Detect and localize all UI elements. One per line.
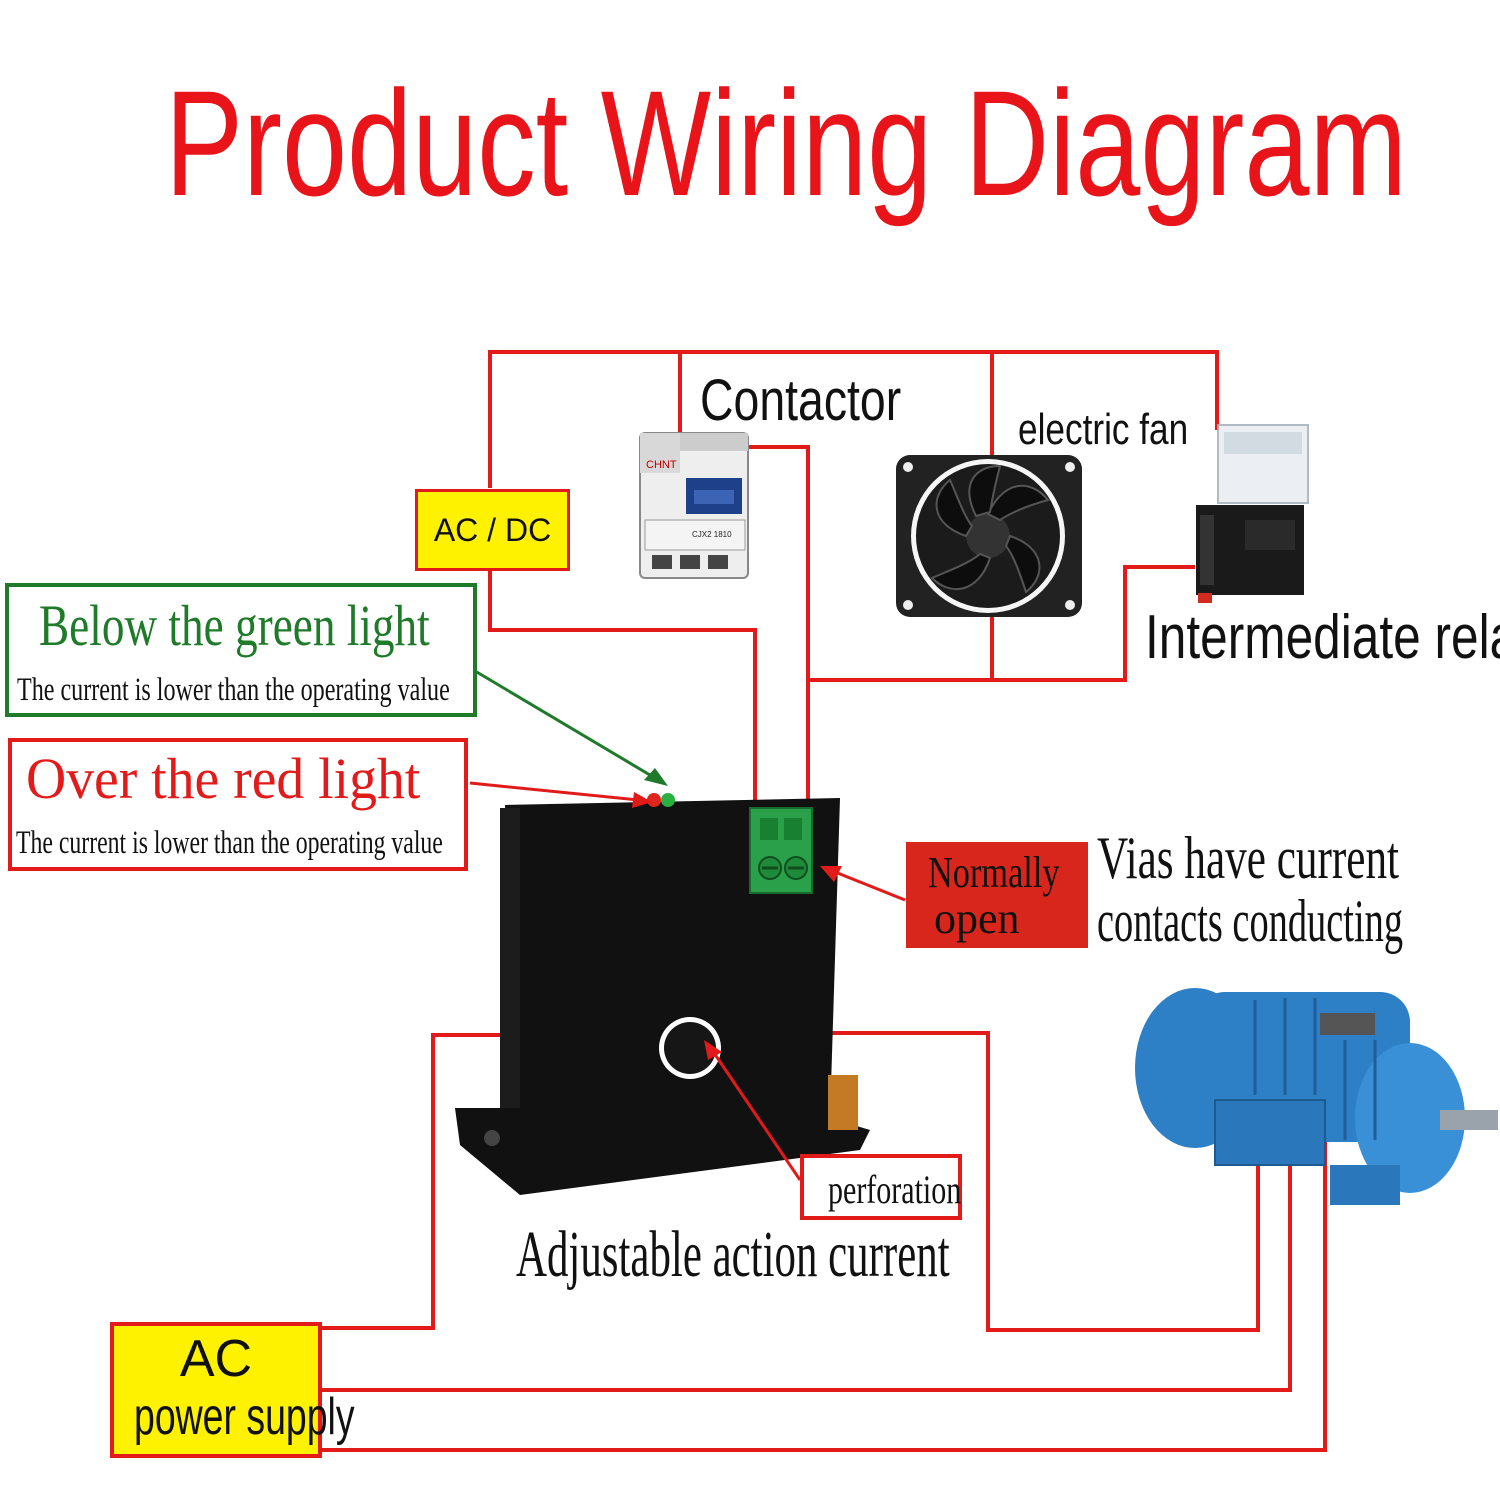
sensor-body bbox=[455, 793, 870, 1195]
wire-return-bus bbox=[808, 565, 1195, 682]
ac-power-line2: power supply bbox=[134, 1388, 355, 1446]
relay-label: Intermediate relay bbox=[1145, 603, 1500, 672]
fan-icon bbox=[896, 455, 1082, 617]
wire-ac-line2 bbox=[320, 1120, 1292, 1392]
contactor-label: Contactor bbox=[700, 368, 902, 433]
wire-ac-line3 bbox=[320, 1120, 1327, 1452]
contactor-image: CHNT CJX2 1810 bbox=[639, 432, 749, 579]
contactor-brand-label: CHNT bbox=[646, 459, 677, 471]
acdc-label: AC / DC bbox=[433, 512, 552, 548]
wire-ac-line1 bbox=[320, 1033, 520, 1330]
contactor-model-label: CJX2 1810 bbox=[692, 530, 732, 539]
red-light-callout: Over the red light The current is lower … bbox=[8, 738, 468, 871]
perforation-label: perforation bbox=[828, 1167, 962, 1212]
ac-power-box: AC power supply bbox=[110, 1322, 355, 1458]
red-callout-sub: The current is lower than the operating … bbox=[16, 825, 443, 861]
wiring-lines bbox=[320, 350, 1327, 1452]
normally-open-line1: Normally bbox=[928, 848, 1060, 897]
green-light-callout: Below the green light The current is low… bbox=[5, 583, 477, 717]
callout-arrows bbox=[469, 666, 906, 1181]
wire-acdc-to-terminal bbox=[488, 570, 757, 808]
wire-perforation-loop bbox=[665, 1031, 1260, 1332]
wire-top-bus bbox=[488, 350, 1219, 488]
green-callout-sub: The current is lower than the operating … bbox=[17, 672, 450, 708]
acdc-label-box: AC / DC bbox=[415, 489, 570, 571]
vias-note-line2: contacts conducting bbox=[1097, 888, 1404, 954]
fan-label: electric fan bbox=[1018, 405, 1189, 454]
motor-image bbox=[1135, 988, 1498, 1205]
wire-contactor-return bbox=[748, 445, 810, 808]
ac-power-line1: AC bbox=[179, 1330, 253, 1388]
normally-open-line2: open bbox=[934, 894, 1020, 943]
vias-note-line1: Vias have current bbox=[1097, 825, 1400, 891]
page-title: Product Wiring Diagram bbox=[165, 59, 1407, 227]
relay-image bbox=[1196, 424, 1309, 603]
green-callout-heading: Below the green light bbox=[39, 593, 430, 658]
red-callout-heading: Over the red light bbox=[26, 746, 421, 811]
perforation-box: perforation bbox=[800, 1154, 962, 1220]
normally-open-box: Normally open bbox=[906, 842, 1088, 948]
adjustable-label: Adjustable action current bbox=[516, 1218, 950, 1291]
